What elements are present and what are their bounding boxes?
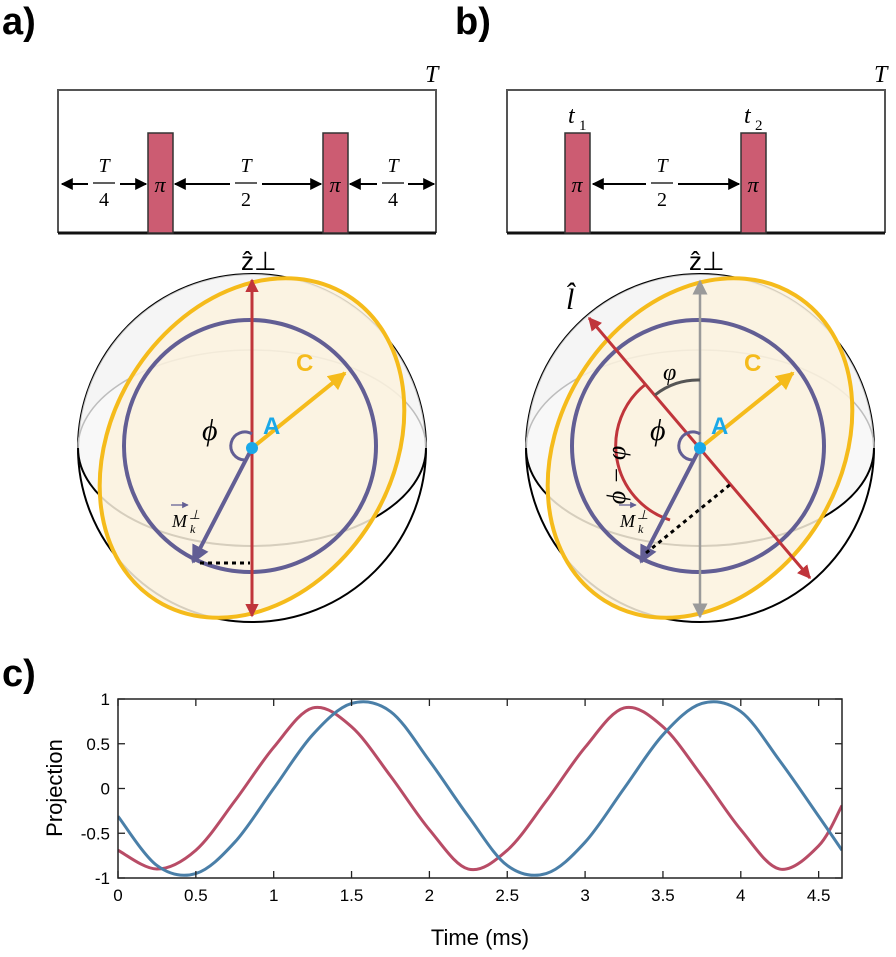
fraction-denominator: 2: [657, 189, 667, 211]
fraction-denominator: 4: [99, 189, 109, 211]
x-tick-label: 4: [736, 886, 745, 905]
c-label: C: [296, 350, 313, 377]
t1-label: t 1: [568, 103, 587, 134]
x-tick-label: 0: [113, 886, 122, 905]
fraction-numerator: T: [387, 155, 400, 177]
period-label: T: [425, 62, 440, 88]
panel-c-label: c): [2, 653, 36, 695]
series-line-2: [118, 700, 842, 877]
m-vector-label: M ⊥ k: [171, 501, 200, 536]
svg-text:k: k: [638, 522, 644, 536]
svg-text:t: t: [744, 103, 752, 129]
phi-minus-varphi-arc: [614, 382, 671, 522]
varphi-arc: [654, 378, 701, 397]
svg-text:k: k: [190, 522, 196, 536]
y-axis-label: Projection: [42, 739, 67, 837]
l-label: l̂: [566, 282, 576, 316]
y-tick-label: 0.5: [86, 735, 110, 754]
svg-text:M: M: [171, 511, 188, 531]
x-tick-label: 1.5: [340, 886, 364, 905]
phi-minus-varphi-label: ϕ − φ: [602, 446, 631, 504]
x-tick-label: 3.5: [651, 886, 675, 905]
x-tick-label: 3: [580, 886, 589, 905]
panel-a-label: a): [2, 1, 36, 43]
m-vector-label: M ⊥ k: [619, 501, 648, 536]
svg-text:M: M: [619, 511, 636, 531]
x-axis-label: Time (ms): [431, 925, 529, 950]
pi-pulse: [740, 132, 767, 234]
bloch-sphere-a: A C ϕ M ⊥ k ẑ⊥: [77, 246, 427, 623]
x-tick-label: 1: [269, 886, 278, 905]
pulse-sequence-a: T π π T 4 T 2 T 4: [57, 62, 440, 235]
pi-label: π: [571, 172, 583, 197]
y-tick-label: -1: [95, 869, 110, 888]
bloch-sphere-b: A C ϕ φ ϕ − φ l̂ M ⊥ k ẑ⊥: [525, 246, 875, 623]
x-tick-label: 0.5: [184, 886, 208, 905]
x-tick-label: 4.5: [807, 886, 831, 905]
x-tick-label: 2: [425, 886, 434, 905]
pi-label: π: [154, 172, 166, 197]
svg-text:⊥: ⊥: [637, 507, 648, 522]
origin-dot: [246, 442, 258, 454]
z-axis-label: ẑ⊥: [689, 246, 725, 276]
z-axis-label: ẑ⊥: [241, 246, 277, 276]
phi-arc: [229, 430, 253, 462]
m-vector: [639, 447, 702, 564]
a-label: A: [711, 413, 728, 440]
pi-pulse: [564, 132, 591, 234]
phi-arc: [677, 430, 701, 462]
c-label: C: [744, 350, 761, 377]
c-vector: [698, 371, 795, 450]
y-tick-label: 1: [101, 690, 110, 709]
pi-pulse: [322, 132, 349, 234]
series-line-1: [118, 705, 842, 872]
pi-pulse: [147, 132, 174, 234]
varphi-label: φ: [663, 360, 676, 386]
y-tick-label: 0: [101, 780, 110, 799]
pi-label: π: [329, 172, 341, 197]
panel-b-label: b): [455, 1, 491, 43]
svg-text:1: 1: [579, 118, 587, 134]
projection-chart: 0 0.5 1 1.5 2 2.5 3 3.5 4 4.5 1 0.5 0 -0.5 -1 Time (ms…: [42, 690, 843, 950]
fraction-denominator: 2: [241, 189, 251, 211]
fraction-numerator: T: [240, 155, 253, 177]
fraction-numerator: T: [656, 155, 669, 177]
fraction-numerator: T: [98, 155, 111, 177]
svg-text:⊥: ⊥: [189, 507, 200, 522]
phi-label: ϕ: [202, 414, 218, 447]
y-tick-label: -0.5: [81, 824, 110, 843]
pi-label: π: [747, 172, 759, 197]
a-label: A: [263, 413, 280, 440]
svg-text:t: t: [568, 103, 576, 129]
phi-label: ϕ: [650, 414, 666, 447]
period-label: T: [874, 62, 889, 88]
m-vector: [191, 447, 254, 564]
t2-label: t 2: [744, 103, 763, 134]
x-tick-label: 2.5: [495, 886, 519, 905]
pulse-sequence-b: T π π t 1 t 2 T 2: [506, 62, 889, 235]
svg-text:2: 2: [755, 118, 763, 134]
c-vector: [250, 371, 347, 450]
fraction-denominator: 4: [388, 189, 398, 211]
origin-dot: [694, 442, 706, 454]
projection-dashes: [645, 481, 733, 555]
